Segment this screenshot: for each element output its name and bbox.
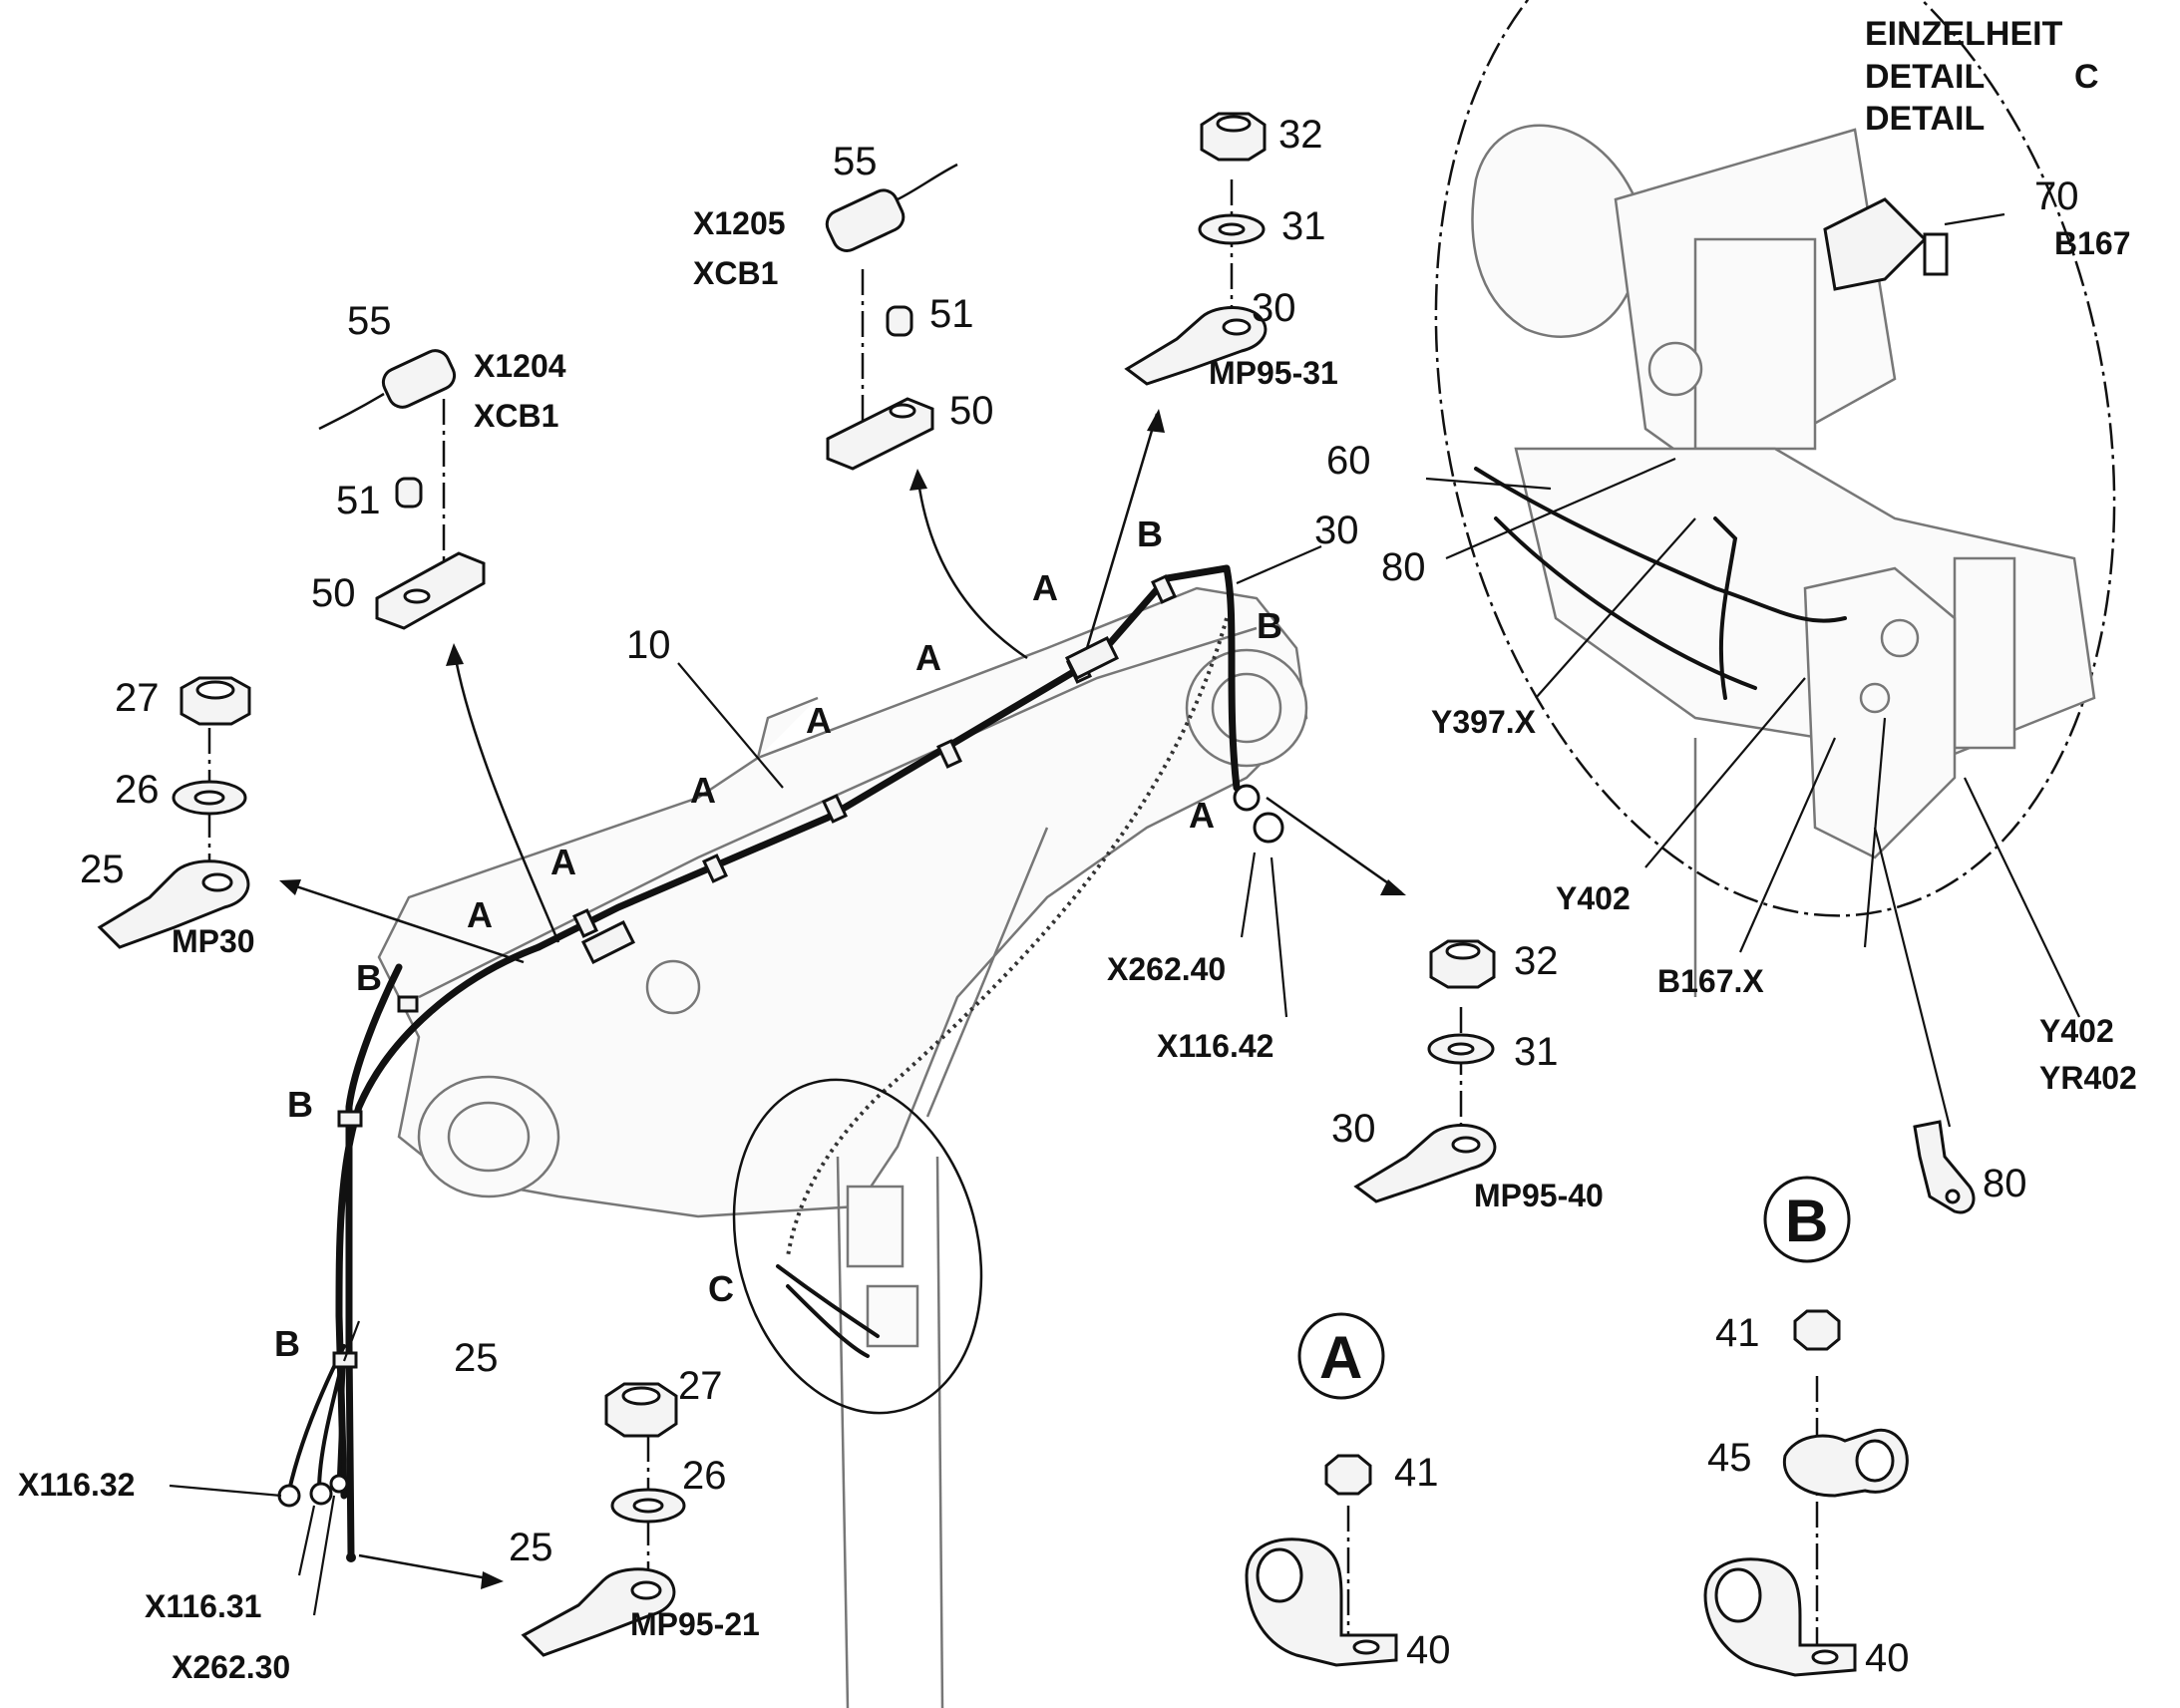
code-mp95-21: MP95-21	[630, 1606, 760, 1642]
code-x262-30: X262.30	[172, 1649, 290, 1685]
code-x116-42: X116.42	[1157, 1028, 1273, 1064]
code-x262-40: X262.40	[1107, 951, 1226, 987]
callout-40-b: 40	[1865, 1636, 1910, 1680]
code-y402-b: Y402	[2039, 1013, 2114, 1049]
detail-title-letter: C	[2074, 58, 2099, 96]
code-xcb1-right: XCB1	[693, 255, 778, 291]
clip-b-detail	[1703, 1176, 1909, 1677]
code-b167: B167	[2054, 225, 2131, 261]
code-mp30: MP30	[172, 923, 255, 959]
callout-10: 10	[626, 623, 671, 667]
callout-55-right: 55	[833, 140, 878, 183]
callout-70: 70	[2034, 174, 2079, 218]
detail-c-bubble	[732, 1078, 983, 1415]
clip-marker-a-1: A	[467, 894, 493, 935]
code-b167x: B167.X	[1657, 963, 1764, 999]
harness-10	[277, 564, 1284, 1562]
callout-27-bottom: 27	[678, 1364, 723, 1408]
labels: EINZELHEIT DETAIL C DETAIL 10 25 25 25 2…	[18, 15, 2137, 1685]
code-y397x: Y397.X	[1431, 704, 1537, 740]
part-80-tab	[1913, 1120, 1976, 1214]
stack-mp95-40	[1353, 939, 1497, 1203]
clip-marker-c: C	[708, 1268, 734, 1309]
code-x116-32: X116.32	[18, 1467, 135, 1503]
callout-27-left: 27	[115, 676, 160, 720]
callout-31-right: 31	[1514, 1030, 1559, 1074]
code-x1205: X1205	[693, 205, 786, 241]
clip-marker-b-3: B	[356, 957, 382, 998]
detail-title-line3: DETAIL	[1865, 100, 1985, 138]
callout-30-right: 30	[1331, 1107, 1376, 1151]
clip-marker-a-7: A	[1189, 795, 1215, 836]
clip-marker-a-3: A	[690, 770, 716, 811]
clip-marker-b-5: B	[274, 1323, 300, 1364]
clip-marker-b-1: B	[1137, 513, 1163, 554]
leader-lines	[169, 212, 2080, 1616]
arrows	[279, 409, 1406, 1589]
stack-mp95-21	[521, 1382, 686, 1657]
code-yr402: YR402	[2039, 1060, 2137, 1096]
stack-x1205	[825, 163, 958, 471]
clip-marker-a-4: A	[806, 700, 832, 741]
callout-80-detail: 80	[1381, 545, 1426, 589]
callout-32-right: 32	[1514, 939, 1559, 983]
stack-mp95-31	[1124, 112, 1268, 386]
callout-26-left: 26	[115, 768, 160, 812]
callout-50-left: 50	[311, 571, 356, 615]
detail-title-line2: DETAIL	[1865, 58, 1985, 96]
detail-title-line1: EINZELHEIT	[1865, 15, 2063, 53]
callout-31-top: 31	[1281, 204, 1326, 248]
clip-marker-a-6: A	[1032, 567, 1058, 608]
callout-80-tab: 80	[1983, 1162, 2027, 1205]
stack-mp30	[97, 676, 251, 949]
code-x116-31: X116.31	[145, 1588, 261, 1624]
callout-50-right: 50	[949, 389, 994, 433]
callout-51-left: 51	[336, 479, 381, 522]
callout-25-bottom: 25	[509, 1526, 553, 1569]
callout-32-top: 32	[1278, 113, 1323, 157]
clip-marker-b-2: B	[1257, 605, 1282, 646]
code-xcb1-left: XCB1	[474, 398, 558, 434]
callout-60: 60	[1326, 439, 1371, 483]
callout-25-harness: 25	[454, 1336, 499, 1380]
code-mp95-40: MP95-40	[1474, 1178, 1604, 1213]
clip-marker-b-4: B	[287, 1084, 313, 1125]
callout-30-arm: 30	[1314, 509, 1359, 552]
callout-51-right: 51	[929, 292, 974, 336]
clip-a-detail	[1245, 1312, 1398, 1667]
clip-marker-a-2: A	[550, 842, 576, 882]
clip-marker-a-5: A	[915, 637, 941, 678]
callout-45: 45	[1707, 1436, 1752, 1480]
code-mp95-31: MP95-31	[1209, 355, 1338, 391]
callout-30-top: 30	[1252, 286, 1296, 330]
code-y402-a: Y402	[1556, 880, 1631, 916]
legend-clip-a-letter: A	[1319, 1324, 1362, 1391]
detail-c-view	[1434, 0, 2116, 997]
stack-x1204	[318, 349, 486, 630]
code-x1204: X1204	[474, 348, 566, 384]
callout-25-left: 25	[80, 848, 125, 891]
callout-40-a: 40	[1406, 1628, 1451, 1672]
callout-26-bottom: 26	[682, 1454, 727, 1498]
callout-41-a: 41	[1394, 1451, 1439, 1495]
callout-55-left: 55	[347, 299, 392, 343]
legend-clip-b-letter: B	[1785, 1188, 1828, 1254]
callout-41-b: 41	[1715, 1311, 1760, 1355]
